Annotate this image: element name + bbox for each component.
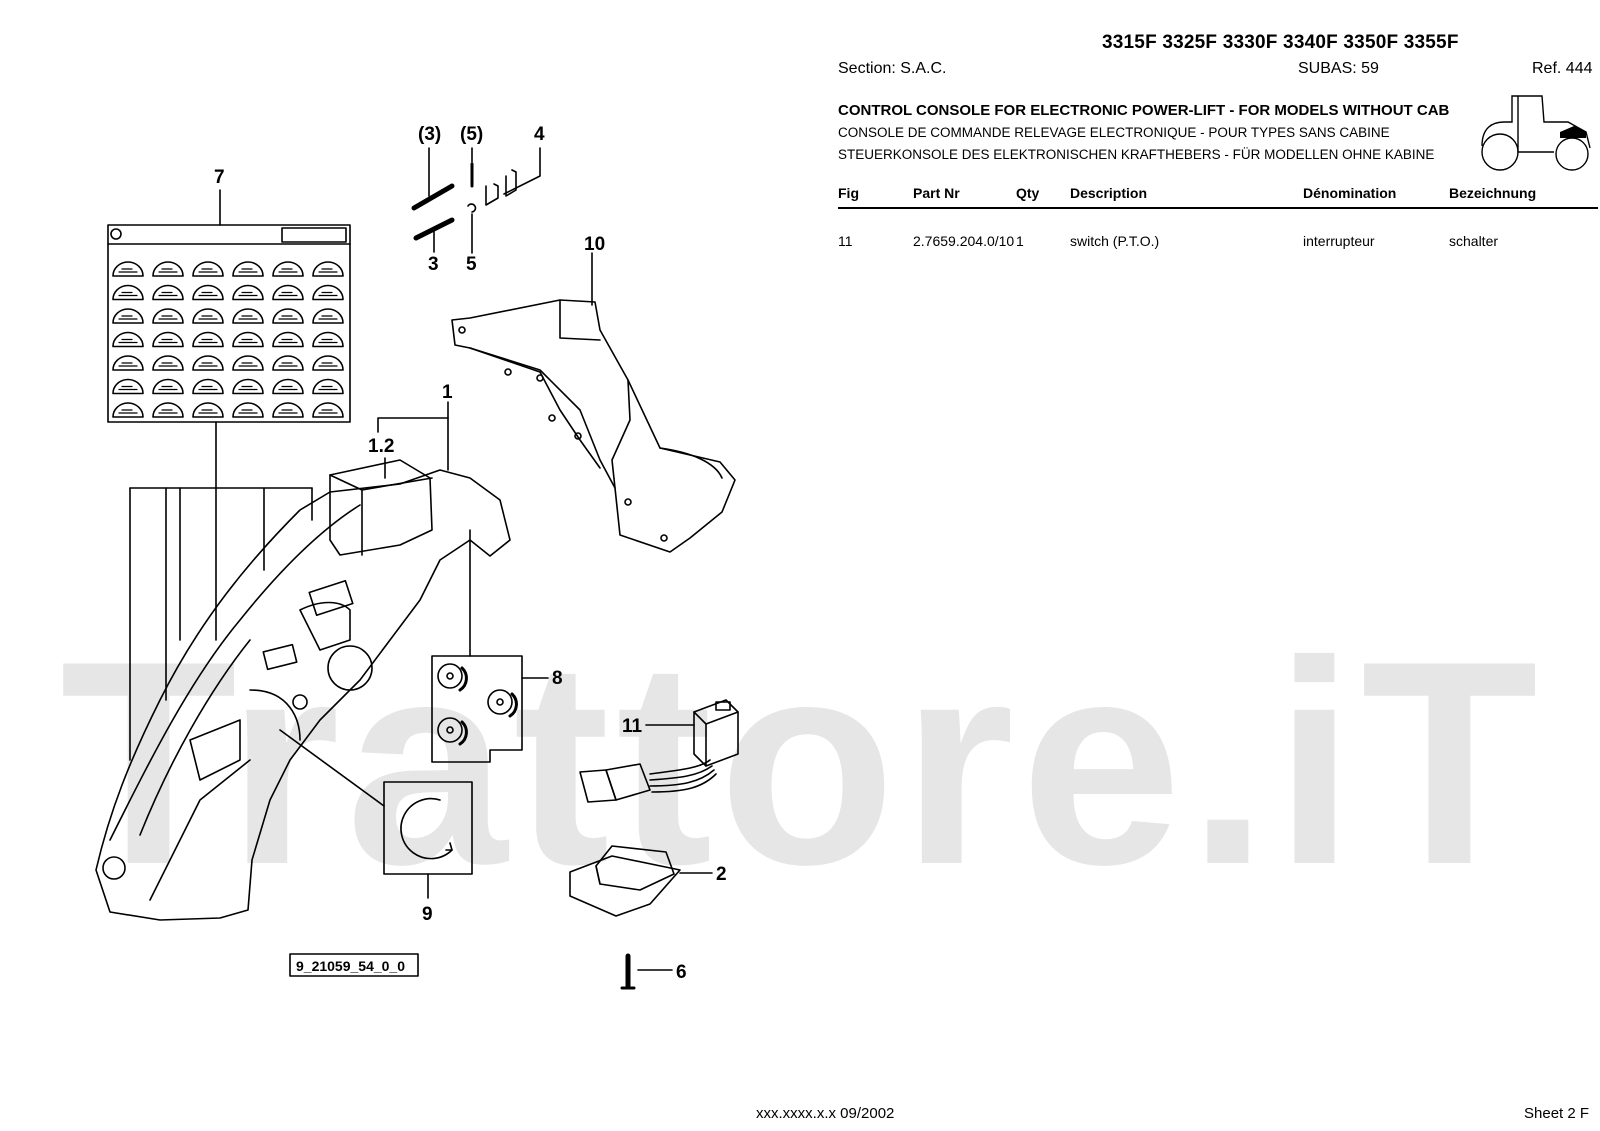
callout-11: 11 <box>622 716 643 737</box>
block-part-2 <box>569 845 713 917</box>
decal-part-9 <box>383 781 473 899</box>
decal-symbol <box>152 261 184 277</box>
decal-symbol <box>152 378 184 395</box>
decal-symbol <box>152 402 184 418</box>
column-header-bezeichnung: Bezeichnung <box>1449 181 1598 209</box>
decal-symbol <box>272 284 304 301</box>
drawing-id-box <box>289 953 419 977</box>
callout-1-2: 1.2 <box>368 436 394 457</box>
decal-symbol <box>312 331 344 348</box>
decal-symbol <box>192 331 224 348</box>
decal-symbol <box>112 402 144 418</box>
callout-3-ref: (3) <box>418 124 441 145</box>
callout-10: 10 <box>584 234 605 255</box>
column-header-denomination: Dénomination <box>1303 181 1449 209</box>
decal-symbol <box>112 308 144 324</box>
column-header-part-nr: Part Nr <box>913 181 1016 209</box>
decal-symbol <box>192 284 224 301</box>
callout-5: 5 <box>466 254 477 275</box>
callout-7: 7 <box>214 167 225 188</box>
cell-fig: 11 <box>838 233 853 249</box>
title-french: CONSOLE DE COMMANDE RELEVAGE ELECTRONIQU… <box>838 125 1390 140</box>
console-body-part-1 <box>95 469 511 921</box>
callout-4: 4 <box>534 124 545 145</box>
callout-8: 8 <box>552 668 563 689</box>
callout-2: 2 <box>716 864 727 885</box>
title-english: CONTROL CONSOLE FOR ELECTRONIC POWER-LIF… <box>838 102 1450 119</box>
tractor-icon <box>1481 95 1591 171</box>
parts-table: Fig Part Nr Qty Description Dénomination… <box>838 181 1598 249</box>
watermark-text: Trattore.iT <box>60 601 1544 925</box>
decal-symbol <box>232 261 264 277</box>
decal-symbol <box>272 261 304 277</box>
decal-symbol <box>232 308 264 324</box>
decal-symbol <box>272 378 304 395</box>
decal-symbol <box>112 331 144 348</box>
decal-symbol <box>312 355 344 371</box>
title-german: STEUERKONSOLE DES ELEKTRONISCHEN KRAFTHE… <box>838 147 1435 162</box>
cell-denomination: interrupteur <box>1303 233 1375 249</box>
decal-symbol <box>112 261 144 277</box>
column-header-description: Description <box>1070 181 1303 209</box>
column-header-fig: Fig <box>838 181 913 209</box>
decal-symbol <box>312 402 344 418</box>
callout-9: 9 <box>422 904 433 925</box>
decal-symbol <box>272 402 304 418</box>
cell-bezeichnung: schalter <box>1449 233 1499 249</box>
decal-symbol <box>152 331 184 348</box>
decal-symbol <box>192 308 224 324</box>
decal-symbol <box>232 402 264 418</box>
decal-symbol <box>152 284 184 301</box>
decal-symbol <box>312 261 344 277</box>
decal-symbol <box>312 308 344 324</box>
screw-part-6 <box>620 953 673 990</box>
decal-symbol <box>232 331 264 348</box>
model-list: 3315F 3325F 3330F 3340F 3350F 3355F <box>1102 32 1459 53</box>
decal-symbol <box>232 284 264 301</box>
decal-symbol <box>152 308 184 324</box>
callout-3: 3 <box>428 254 439 275</box>
decal-symbol <box>232 355 264 371</box>
decal-symbol <box>232 378 264 395</box>
decal-symbol <box>112 378 144 395</box>
table-header-row: Fig Part Nr Qty Description Dénomination… <box>838 181 1598 209</box>
cell-qty: 1 <box>1016 233 1024 249</box>
decal-symbol <box>192 378 224 395</box>
bracket-part-10 <box>451 299 736 553</box>
decal-sheet-part-7 <box>107 224 351 423</box>
decal-symbol <box>312 284 344 301</box>
switch-part-11 <box>579 699 739 803</box>
decal-symbol <box>192 402 224 418</box>
callout-6: 6 <box>676 962 687 983</box>
decal-symbol <box>152 355 184 371</box>
pins-parts-3-5 <box>411 147 541 254</box>
footer-code: xxx.xxxx.x.x 09/2002 <box>756 1105 895 1122</box>
decal-symbol <box>192 261 224 277</box>
callout-5-ref: (5) <box>460 124 483 145</box>
decal-symbol <box>112 284 144 301</box>
cell-part-nr: 2.7659.204.0/10 <box>913 233 1015 249</box>
decal-symbol <box>192 355 224 371</box>
decal-symbol <box>272 308 304 324</box>
column-header-qty: Qty <box>1016 181 1070 209</box>
drawing-id: 9_21059_54_0_0 <box>296 958 405 974</box>
table-row: 11 2.7659.204.0/10 1 switch (P.T.O.) int… <box>838 208 1598 249</box>
decal-symbol <box>112 355 144 371</box>
decal-symbol <box>272 331 304 348</box>
section-label: Section: S.A.C. <box>838 60 947 77</box>
subas-label: SUBAS: 59 <box>1298 60 1379 77</box>
decal-part-8 <box>431 655 549 763</box>
reference-label: Ref. 444 <box>1532 60 1593 77</box>
decal-symbol <box>272 355 304 371</box>
footer-sheet: Sheet 2 F <box>1524 1105 1590 1122</box>
cover-part-1-2 <box>329 459 433 556</box>
cell-description: switch (P.T.O.) <box>1070 233 1160 249</box>
decal-symbol <box>312 378 344 395</box>
callout-1: 1 <box>442 382 453 403</box>
